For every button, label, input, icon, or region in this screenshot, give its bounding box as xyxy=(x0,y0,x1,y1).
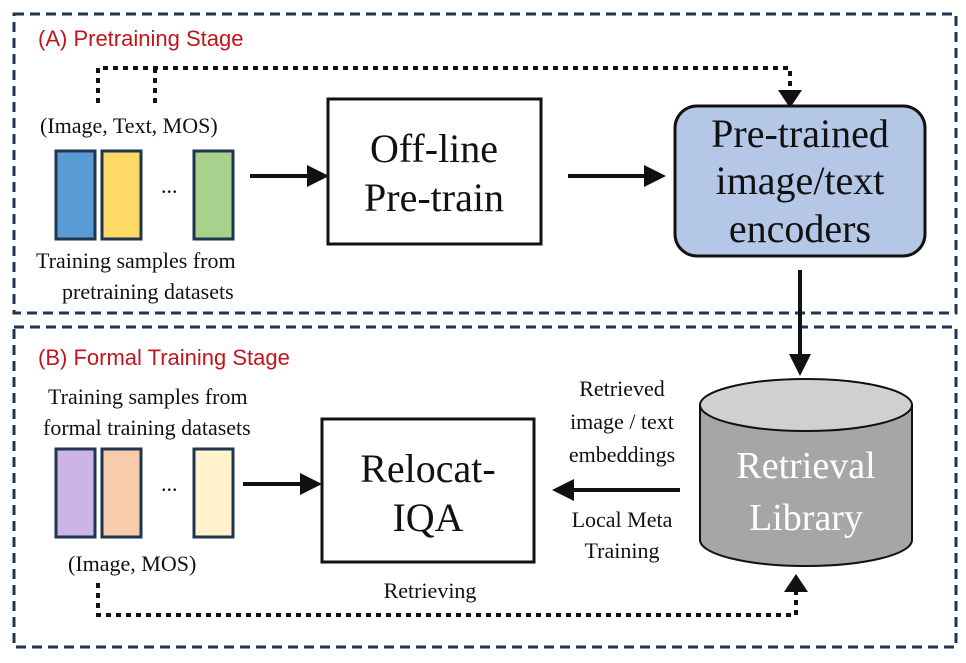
stage-b-input-label: (Image, MOS) xyxy=(68,551,196,576)
pretrain-box-line2: Pre-train xyxy=(364,175,504,220)
encoders-box-line2: image/text xyxy=(716,158,885,203)
sample-bar-a3 xyxy=(192,149,235,241)
sample-bar-a2 xyxy=(100,149,143,241)
library-cylinder-top xyxy=(699,378,913,432)
stage-a-samples-caption-1: Training samples from xyxy=(36,248,236,273)
retrieved-label-1: Retrieved xyxy=(579,376,665,401)
sample-bar-b3 xyxy=(192,447,235,539)
model-box-line1: Relocat- xyxy=(360,446,496,491)
model-box xyxy=(320,417,536,564)
pretrain-box-line1: Off-line xyxy=(370,126,498,171)
meta-label-2: Training xyxy=(585,538,660,563)
sample-bar-a1 xyxy=(54,149,97,241)
stage-a-title: (A) Pretraining Stage xyxy=(38,26,243,51)
dotted-arrowhead-a xyxy=(778,90,802,108)
retrieved-label-3: embeddings xyxy=(569,442,675,467)
stage-a-frame xyxy=(12,12,958,315)
ellipsis-b: ... xyxy=(161,471,178,496)
library-cylinder-body xyxy=(699,404,913,567)
stage-a-samples-caption-2: pretraining datasets xyxy=(62,279,234,304)
stage-b-samples-caption-2: formal training datasets xyxy=(43,415,251,440)
dotted-connector-b xyxy=(96,583,798,617)
stage-b-frame xyxy=(12,325,958,649)
encoders-box xyxy=(673,104,927,258)
encoders-box-line3: encoders xyxy=(729,206,871,251)
stage-a-input-label: (Image, Text, MOS) xyxy=(40,113,218,138)
retrieved-label-2: image / text xyxy=(570,409,674,434)
stage-b-title: (B) Formal Training Stage xyxy=(38,345,290,370)
model-box-line2: IQA xyxy=(392,495,463,540)
pretrain-box xyxy=(326,97,543,246)
sample-bar-b1 xyxy=(54,447,97,539)
meta-label-1: Local Meta xyxy=(572,507,673,532)
encoders-box-line1: Pre-trained xyxy=(711,111,889,156)
ellipsis-a: ... xyxy=(161,173,178,198)
dotted-connector-a xyxy=(96,66,792,103)
sample-bar-b2 xyxy=(100,447,143,539)
retrieving-label: Retrieving xyxy=(384,578,477,603)
stage-b-samples-caption-1: Training samples from xyxy=(48,384,248,409)
dotted-arrowhead-b xyxy=(784,574,808,592)
library-label-1: Retrieval xyxy=(736,445,875,487)
library-label-2: Library xyxy=(749,497,863,539)
